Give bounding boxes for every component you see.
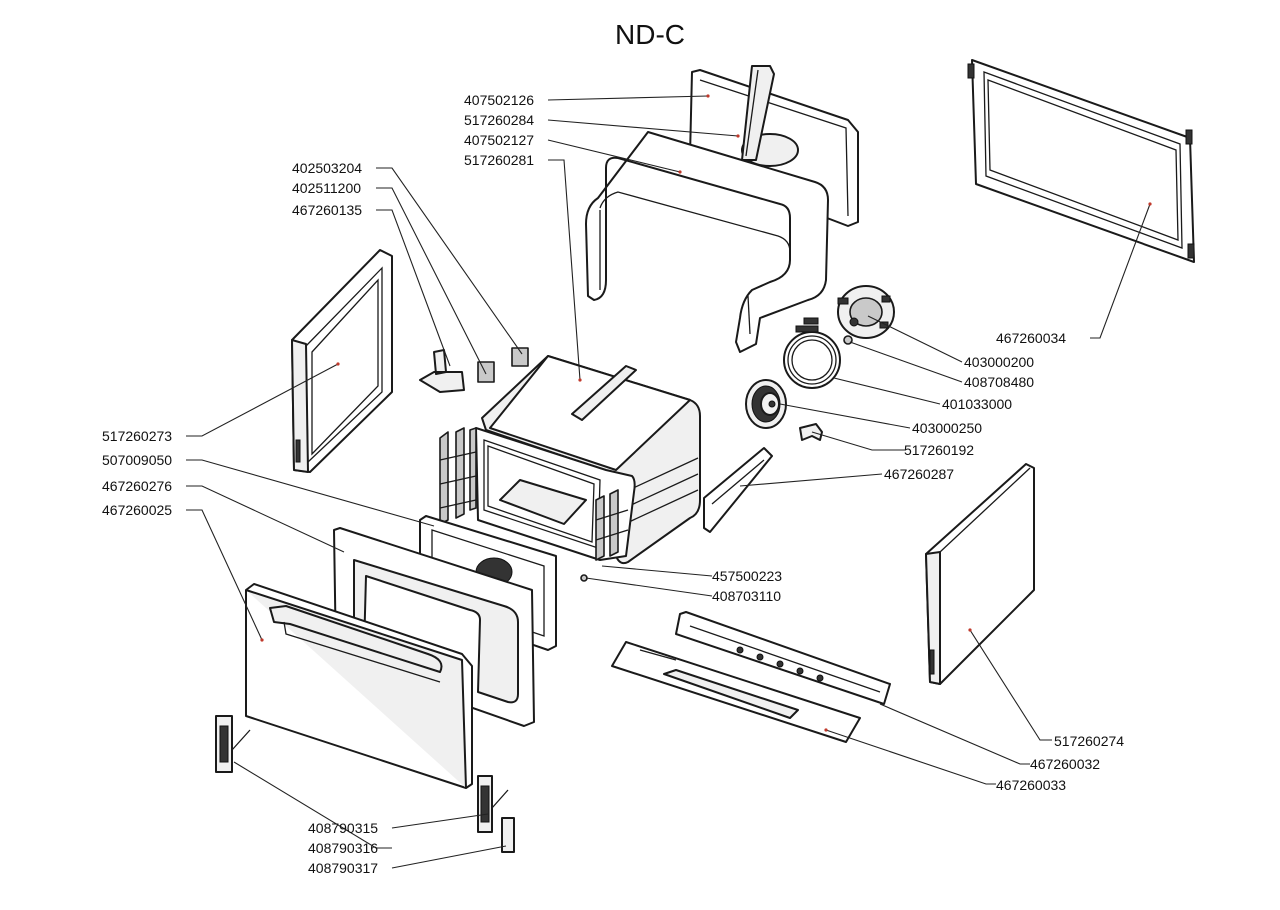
motor — [837, 285, 895, 339]
label-467260033: 467260033 — [996, 777, 1066, 793]
label-467260276: 467260276 — [102, 478, 172, 494]
label-467260025: 467260025 — [102, 502, 172, 518]
bottom-rail-plate — [675, 611, 891, 705]
top-cover — [585, 131, 829, 353]
label-517260273: 517260273 — [102, 428, 172, 444]
label-517260192: 517260192 — [904, 442, 974, 458]
part-markers — [260, 94, 1152, 732]
label-408790315: 408790315 — [308, 820, 378, 836]
label-402503204: 402503204 — [292, 160, 362, 176]
label-408790317: 408790317 — [308, 860, 378, 876]
label-457500223: 457500223 — [712, 568, 782, 584]
hinge-clip — [501, 817, 515, 853]
label-467260032: 467260032 — [1030, 756, 1100, 772]
part-labels: 407502126 517260284 407502127 517260281 … — [102, 92, 1124, 876]
vertical-bracket — [741, 65, 775, 161]
convection-fan — [745, 379, 787, 429]
hinge-left — [215, 715, 251, 773]
label-467260034: 467260034 — [996, 330, 1066, 346]
label-401033000: 401033000 — [942, 396, 1012, 412]
label-407502126: 407502126 — [464, 92, 534, 108]
front-door — [245, 583, 473, 789]
label-517260274: 517260274 — [1054, 733, 1124, 749]
right-side-panel — [925, 463, 1035, 685]
diagram-title: ND-C — [615, 19, 685, 50]
switch-block — [477, 361, 495, 383]
terminal-block — [511, 347, 529, 367]
label-408708480: 408708480 — [964, 374, 1034, 390]
label-408790316: 408790316 — [308, 840, 378, 856]
label-403000250: 403000250 — [912, 420, 982, 436]
small-bracket — [799, 423, 823, 441]
left-side-frame — [291, 249, 393, 473]
label-408703110: 408703110 — [712, 588, 781, 604]
label-467260287: 467260287 — [884, 466, 954, 482]
right-side-frame — [967, 59, 1195, 263]
label-507009050: 507009050 — [102, 452, 172, 468]
label-402511200: 402511200 — [292, 180, 361, 196]
label-403000200: 403000200 — [964, 354, 1034, 370]
mounting-bracket — [419, 349, 465, 393]
label-517260284: 517260284 — [464, 112, 534, 128]
label-467260135: 467260135 — [292, 202, 362, 218]
label-517260281: 517260281 — [464, 152, 534, 168]
bottom-base-plate — [611, 641, 861, 743]
heating-ring — [783, 317, 841, 389]
label-407502127: 407502127 — [464, 132, 534, 148]
inner-cavity — [439, 355, 701, 565]
hinge-right — [477, 775, 509, 833]
heating-strip — [703, 447, 773, 533]
leader-lines — [186, 95, 1151, 869]
